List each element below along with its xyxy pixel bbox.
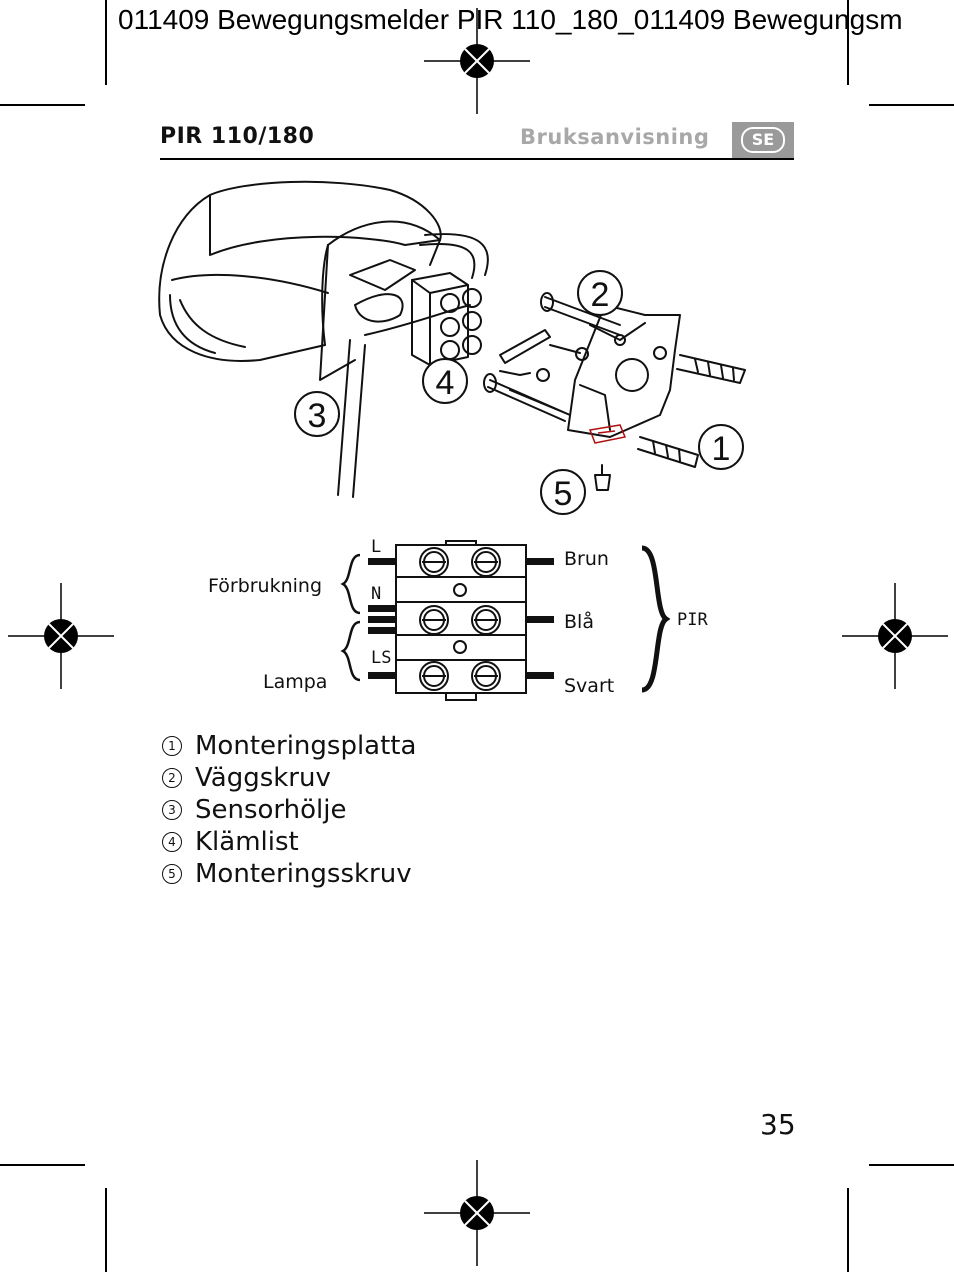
svg-text:2: 2 [591, 276, 610, 314]
legend-item: 1 Monteringsplatta [162, 730, 416, 762]
legend-number: 1 [162, 736, 182, 756]
crop-mark [869, 1164, 954, 1166]
wire-label-svart: Svart [564, 675, 615, 697]
terminal-block [368, 540, 554, 701]
header-rule [160, 158, 794, 160]
label-forbrukning: Förbrukning [208, 575, 323, 597]
language-code: SE [740, 127, 786, 153]
legend-text: Monteringsskruv [195, 859, 412, 889]
callout-1: 1 [698, 424, 744, 470]
legend-number: 5 [162, 864, 182, 884]
crop-mark [0, 1164, 85, 1166]
assembly-illustration: 2 4 3 1 5 [158, 180, 746, 515]
legend-text: Sensorhölje [195, 795, 347, 825]
registration-mark-icon [424, 8, 530, 114]
legend-text: Monteringsplatta [195, 731, 417, 761]
terminal-label-n: N [371, 584, 382, 604]
svg-text:5: 5 [554, 475, 573, 513]
legend-text: Klämlist [195, 827, 299, 857]
left-brace-bottom-icon [340, 620, 361, 682]
product-model: PIR 110/180 [160, 124, 315, 149]
crop-mark [0, 104, 85, 106]
print-slug: 011409 Bewegungsmelder PIR 110_180_01140… [118, 4, 903, 35]
right-brace-icon [641, 545, 670, 693]
legend-item: 4 Klämlist [162, 826, 416, 858]
registration-mark-icon [424, 1160, 530, 1266]
legend-item: 2 Väggskruv [162, 762, 416, 794]
callout-2: 2 [577, 270, 623, 316]
language-badge: SE [732, 122, 794, 158]
callout-3: 3 [294, 391, 340, 437]
registration-mark-icon [8, 583, 114, 689]
crop-mark [847, 1188, 849, 1272]
registration-mark-icon [842, 583, 948, 689]
crop-mark [847, 0, 849, 85]
left-brace-top-icon [340, 553, 361, 615]
section-title: Bruksanvisning [520, 125, 710, 149]
wire-label-brun: Brun [564, 548, 609, 570]
parts-legend: 1 Monteringsplatta 2 Väggskruv 3 Sensorh… [162, 730, 416, 890]
svg-text:3: 3 [308, 397, 327, 435]
callout-4: 4 [422, 358, 468, 404]
legend-item: 3 Sensorhölje [162, 794, 416, 826]
legend-number: 3 [162, 800, 182, 820]
legend-number: 2 [162, 768, 182, 788]
terminal-label-ls: LS [371, 648, 392, 668]
crop-mark [869, 104, 954, 106]
callout-5: 5 [540, 469, 586, 515]
crop-mark [105, 0, 107, 85]
legend-number: 4 [162, 832, 182, 852]
terminal-label-l: L [371, 537, 382, 557]
crop-mark [105, 1188, 107, 1272]
label-pir: PIR [677, 610, 708, 630]
wire-label-bla: Blå [564, 611, 594, 633]
label-lampa: Lampa [263, 671, 328, 693]
legend-text: Väggskruv [195, 763, 331, 793]
svg-text:1: 1 [712, 430, 731, 468]
svg-text:4: 4 [436, 364, 455, 402]
page-number: 35 [760, 1108, 796, 1141]
legend-item: 5 Monteringsskruv [162, 858, 416, 890]
